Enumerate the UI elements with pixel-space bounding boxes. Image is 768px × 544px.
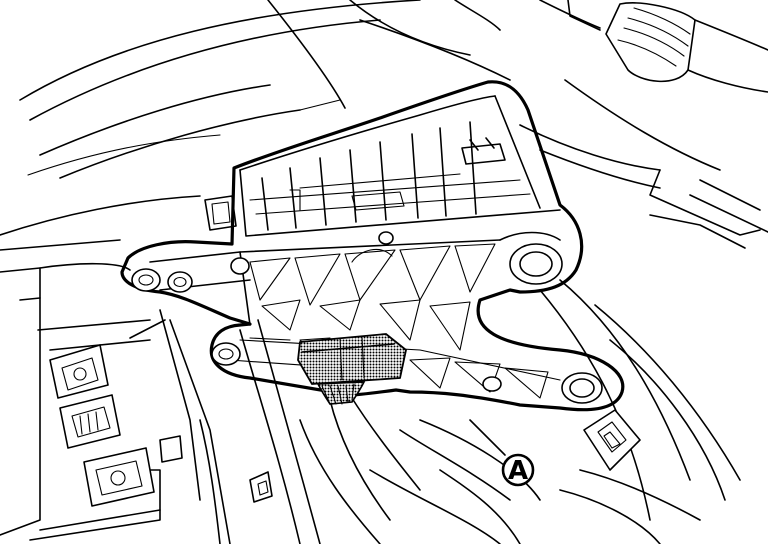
callout-a-label: A: [508, 456, 528, 486]
callout-a-circle: [501, 453, 535, 487]
callout-a: A: [501, 453, 535, 487]
control-unit-bracket: [120, 80, 625, 412]
right-panels: [519, 124, 768, 544]
left-console: [0, 195, 273, 544]
floor-and-harness: [199, 319, 541, 544]
harness-connector: [297, 333, 407, 405]
pedal: [539, 0, 768, 171]
dashboard-contours: [0, 0, 511, 236]
